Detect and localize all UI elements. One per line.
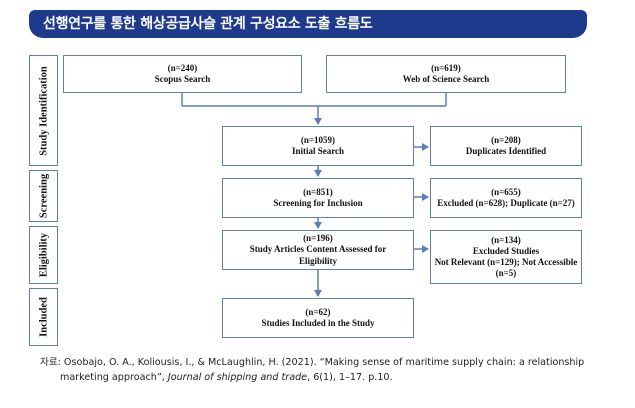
box-excluded-studies: (n=134) Excluded Studies Not Relevant (n… <box>430 230 582 284</box>
excluded-studies-title: Excluded Studies <box>472 245 540 256</box>
assessed-count: (n=196) <box>303 233 333 244</box>
source-line2: marketing approach”, Journal of shipping… <box>40 370 615 385</box>
initial-label: Initial Search <box>291 146 345 156</box>
assessed-label-line2: Eligibility <box>298 255 337 266</box>
excluded-studies-reasons: Not Relevant (n=129); Not Accessible <box>434 257 578 267</box>
box-included: (n=62) Studies Included in the Study <box>222 298 414 338</box>
wos-label: Web of Science Search <box>402 74 490 84</box>
screening-count: (n=851) <box>303 186 333 197</box>
box-excluded: (n=655) Excluded (n=628); Duplicate (n=2… <box>430 178 582 218</box>
stage-identification: Study Identification <box>29 55 58 166</box>
box-initial-search: (n=1059) Initial Search <box>222 126 414 166</box>
box-scopus-search: (n=240) Scopus Search <box>63 55 302 93</box>
scopus-label: Scopus Search <box>154 74 211 84</box>
stage-eligibility: Eligibility <box>29 226 58 284</box>
included-count: (n=62) <box>305 306 331 317</box>
box-assessed: (n=196) Study Articles Content Assessed … <box>222 230 414 270</box>
source-title-tail: marketing approach”, <box>60 372 168 384</box>
screening-label: Screening for Inclusion <box>273 198 363 208</box>
wos-count: (n=619) <box>431 62 461 73</box>
excluded-label: Excluded (n=628); Duplicate (n=27) <box>437 198 575 208</box>
included-label: Studies Included in the Study <box>261 318 375 328</box>
source-line1: 자료: Osobajo, O. A., Koliousis, I., & McL… <box>40 357 585 368</box>
box-wos-search: (n=619) Web of Science Search <box>326 55 566 93</box>
excluded-studies-count: (n=134) <box>491 234 521 245</box>
box-screening: (n=851) Screening for Inclusion <box>222 178 414 218</box>
duplicates-label: Duplicates Identified <box>465 146 547 156</box>
source-journal: Journal of shipping and trade <box>167 372 308 384</box>
initial-count: (n=1059) <box>300 134 336 145</box>
duplicates-count: (n=208) <box>491 134 521 145</box>
source-volume: , 6(1), 1–17. p.10. <box>307 372 393 384</box>
scopus-count: (n=240) <box>167 62 198 73</box>
assessed-label-line1: Study Articles Content Assessed for <box>249 244 387 255</box>
stage-screening: Screening <box>29 170 58 222</box>
excluded-count: (n=655) <box>491 186 521 197</box>
source-citation: 자료: Osobajo, O. A., Koliousis, I., & McL… <box>40 355 615 386</box>
box-duplicates: (n=208) Duplicates Identified <box>430 126 582 166</box>
page-title: 선행연구를 통한 해상공급사슬 관계 구성요소 도출 흐름도 <box>29 10 587 38</box>
stage-included: Included <box>29 288 58 346</box>
excluded-studies-reasons-cont: (n=5) <box>495 268 517 279</box>
